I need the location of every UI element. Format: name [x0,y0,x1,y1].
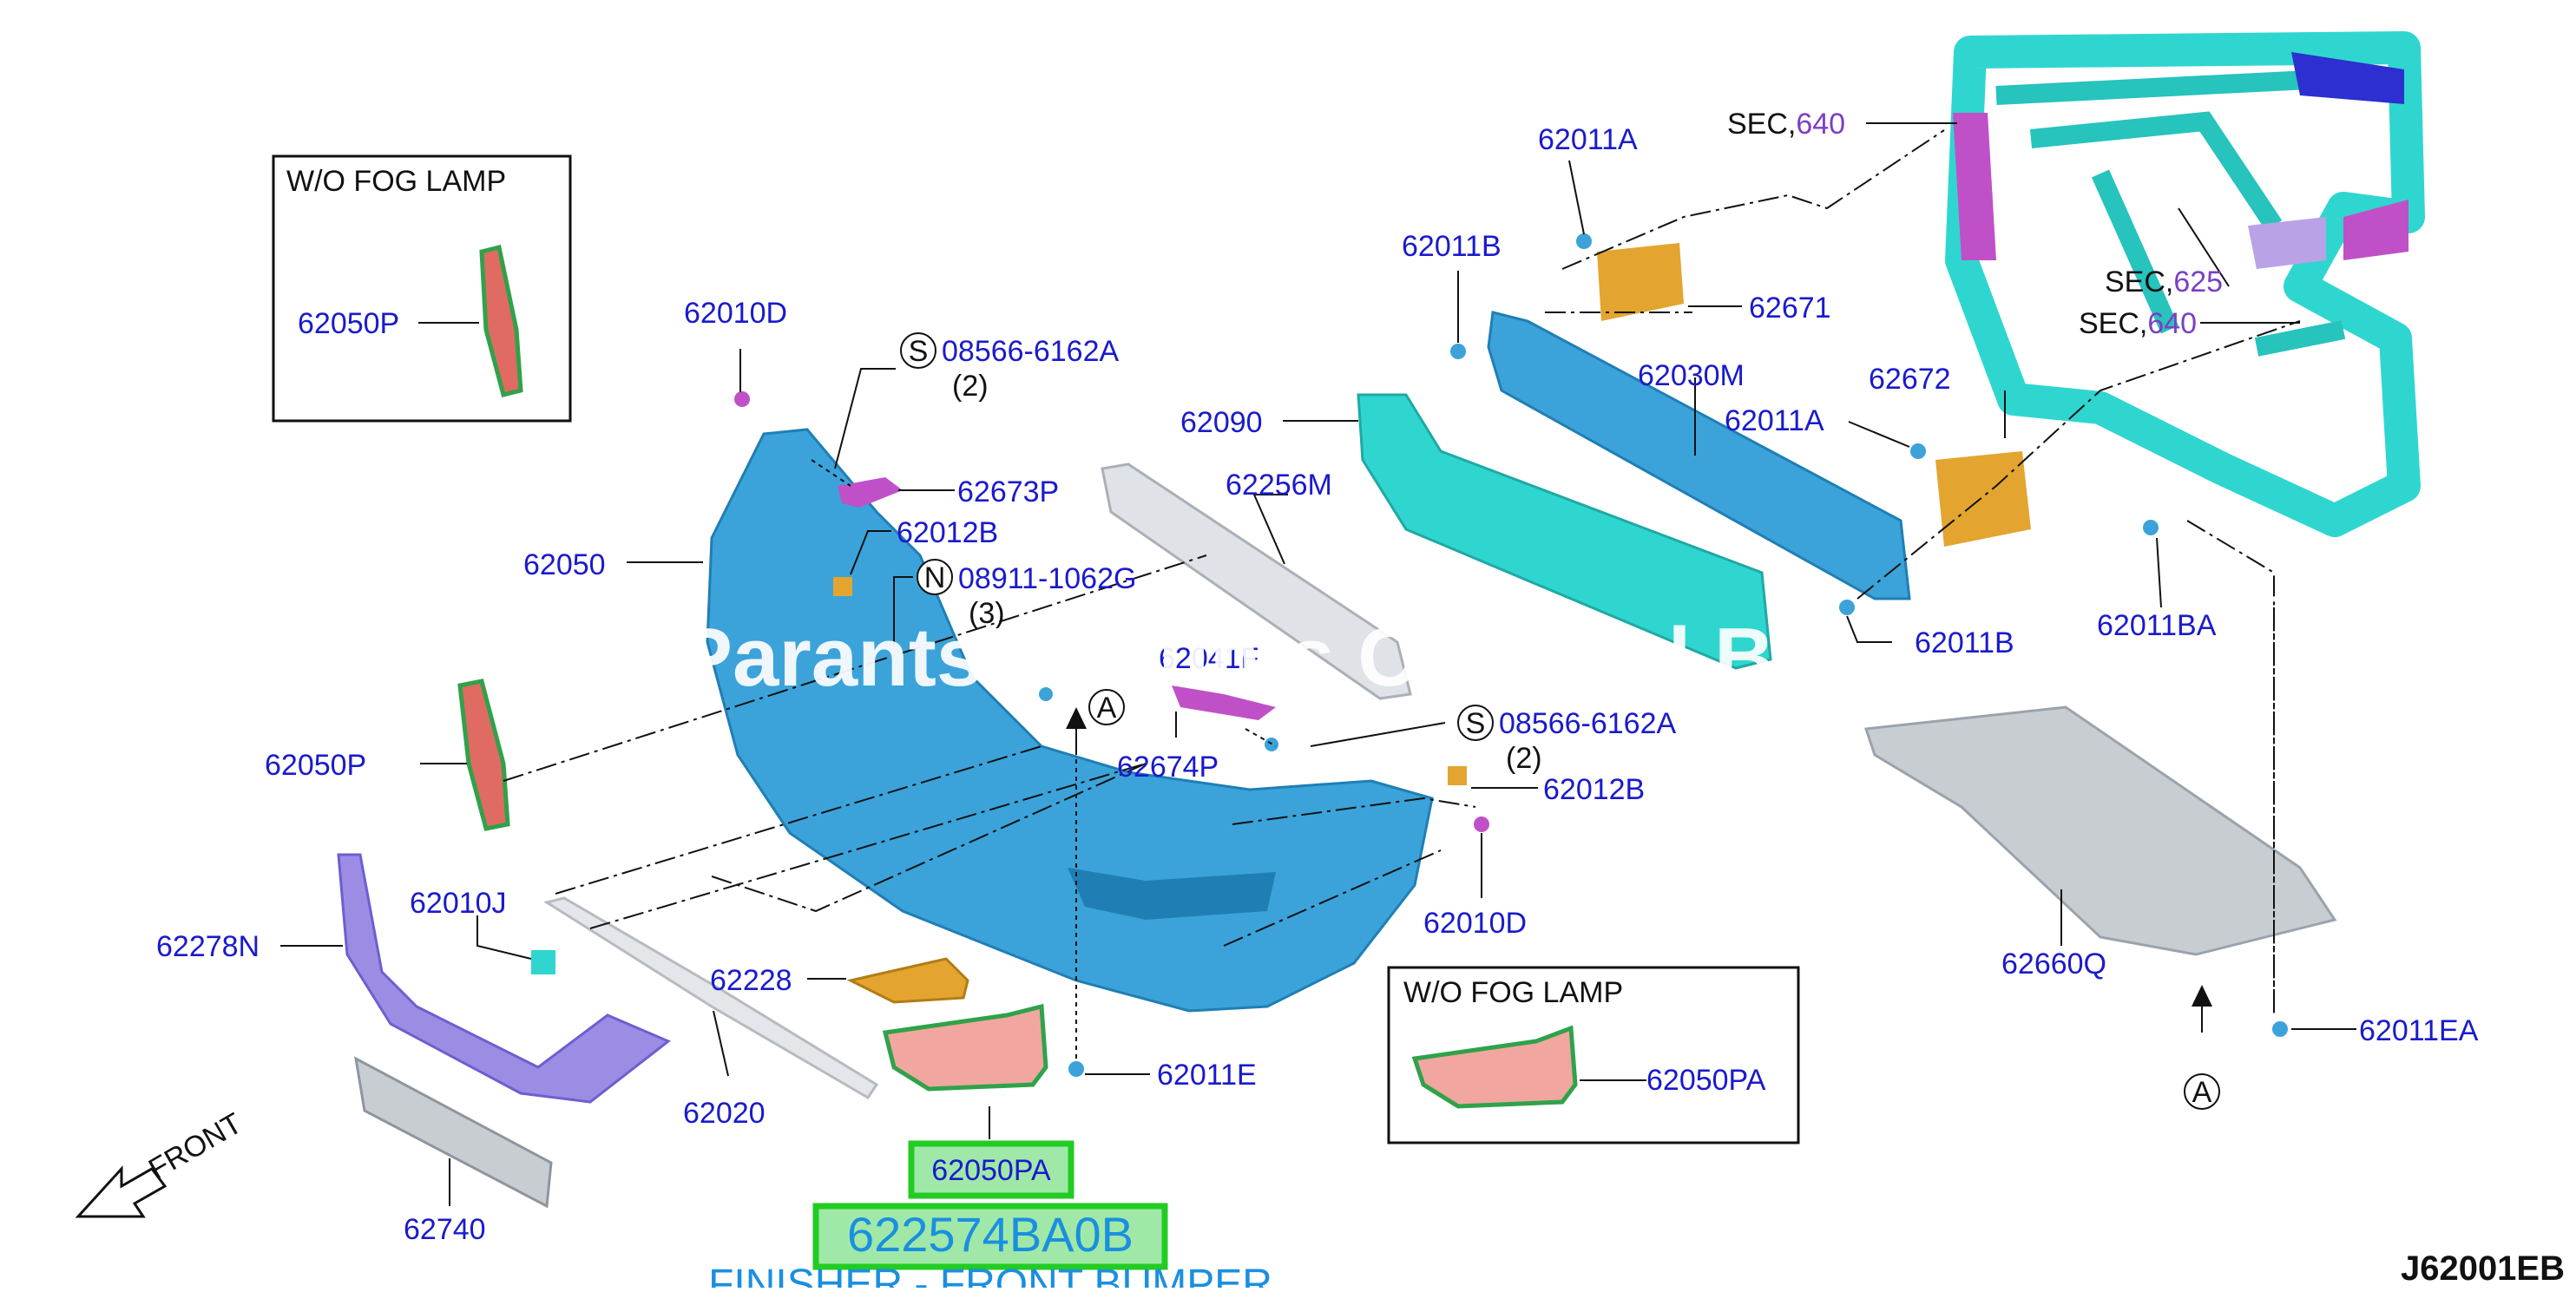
clip-62041F-shape [1039,687,1053,701]
bolt-62011EA-shape [2272,1021,2288,1037]
label-62674P[interactable]: 62674P [1117,751,1219,784]
label-62030M[interactable]: 62030M [1638,359,1745,392]
label-08566-top-qty: (2) [952,370,989,403]
label-62011BA[interactable]: 62011BA [2097,609,2217,642]
bolt-62011BA-shape [2143,520,2159,535]
svg-text:N: N [924,561,946,594]
label-62011A-top[interactable]: 62011A [1538,123,1638,156]
fog-lamp-box-right [1387,966,1800,1144]
trim-62278N-shape [337,853,671,1104]
label-08911[interactable]: 08911-1062G [958,562,1136,595]
ref-a-top: A [1088,689,1125,725]
part-labels: 62050P 62010D 08566-6162A (2) 62673P 620… [156,108,2479,1246]
svg-text:S: S [1466,707,1486,740]
highlighted-part[interactable]: 62050PA 622574BA0B FINISHER - FRONT BUMP… [708,1140,1272,1292]
bolt-62011A-mid-shape [1910,443,1926,459]
svg-text:A: A [2192,1076,2212,1109]
front-label: FRONT [143,1106,247,1185]
label-62740[interactable]: 62740 [404,1213,486,1246]
leader-lines [280,122,2356,1206]
label-62041F[interactable]: 62041F [1159,642,1258,675]
bumper-fascia-shape [706,428,1434,1013]
fog-lamp-box-right-title: W/O FOG LAMP [1403,976,1623,1009]
clip-62012B-mid-shape [1448,766,1467,785]
marker-s-top: S [900,332,936,369]
label-62050P[interactable]: 62050P [265,749,366,782]
grey-absorber-shape [1101,462,1412,700]
svg-text:A: A [1097,692,1117,725]
label-62228[interactable]: 62228 [710,964,792,997]
front-indicator: FRONT [75,1106,247,1218]
clip-62012B-top-shape [833,577,852,596]
reinforcement-shape [1487,311,1911,600]
label-62673P[interactable]: 62673P [957,475,1059,508]
clip-62010J-shape [531,950,555,974]
lower-shield-shape [1863,705,2337,956]
bolt-62011B-mid-shape [1839,600,1855,615]
bumper-opening [1068,868,1276,920]
marker-s-mid: S [1457,705,1494,741]
label-62012B-top[interactable]: 62012B [897,516,998,549]
label-62012B-mid[interactable]: 62012B [1543,773,1645,806]
label-62011E[interactable]: 62011E [1157,1059,1257,1092]
fog-lamp-box-left [272,154,572,423]
ref-a-bottom: A [2184,1073,2220,1110]
radiator-core-support [1945,31,2425,537]
highlight-code-box[interactable] [908,1140,1074,1199]
front-arrow-icon [75,1165,168,1218]
cover-62228-shape [846,957,969,1004]
svg-text:S: S [909,335,929,368]
bracket-62673P-shape [838,477,903,508]
label-62010D-top[interactable]: 62010D [684,297,787,330]
label-62050[interactable]: 62050 [523,548,606,581]
label-08911-qty: (3) [969,597,1005,630]
label-62050PA-box[interactable]: 62050PA [1646,1064,1766,1097]
label-62011EA[interactable]: 62011EA [2359,1014,2479,1047]
diagram-code: J62001EB [2401,1249,2565,1288]
watermark-text: ParantsDiscunts Cosnted B [677,611,1774,704]
fog-lamp-box-left-title: W/O FOG LAMP [286,165,506,198]
label-62010J[interactable]: 62010J [410,887,507,920]
label-62011A-mid[interactable]: 62011A [1725,404,1824,437]
bracket-62674P-shape [1172,685,1276,720]
energy-absorber-shape [1357,393,1772,670]
plate-bracket-shape [354,1056,553,1209]
finisher-62050PA-box-shape [1411,1025,1578,1109]
finisher-62050PA-shape [882,1003,1048,1092]
clip-62010D-mid-shape [1474,817,1489,832]
finisher-62050P-shape [457,679,510,831]
sec-ref-625[interactable]: SEC,625 [2105,266,2223,298]
label-08566-mid-qty: (2) [1506,742,1542,775]
marker-n: N [917,559,953,595]
label-62010D-mid[interactable]: 62010D [1423,907,1527,940]
label-62671[interactable]: 62671 [1749,292,1831,325]
clip-62010D-top-shape [734,391,750,407]
label-08566-mid[interactable]: 08566-6162A [1499,707,1677,740]
label-62278N[interactable]: 62278N [156,930,260,963]
highlight-code: 62050PA [931,1154,1051,1187]
bolt-62011E-shape [1068,1061,1084,1077]
label-62011B-top[interactable]: 62011B [1402,230,1502,263]
bolt-62011B-top-shape [1450,344,1466,359]
finisher-62050P-box-shape [479,244,523,398]
highlight-description: FINISHER - FRONT BUMPER [708,1262,1272,1288]
label-08566-top[interactable]: 08566-6162A [942,335,1120,368]
bracket-62671-shape [1597,243,1684,321]
sec-ref-640-top[interactable]: SEC,640 [1727,108,1845,141]
label-62011B-mid[interactable]: 62011B [1915,626,2014,659]
bracket-62672-shape [1935,451,2031,547]
label-62256M[interactable]: 62256M [1226,469,1332,502]
assembly-lines [503,129,2301,1059]
label-62020[interactable]: 62020 [683,1097,766,1130]
strip-62020-shape [543,896,879,1100]
label-62090[interactable]: 62090 [1180,406,1263,439]
highlight-number-box[interactable] [812,1203,1168,1270]
sec-ref-640-mid[interactable]: SEC,640 [2079,307,2197,340]
label-62050P-box[interactable]: 62050P [298,307,399,340]
bolt-62011A-top-shape [1576,233,1592,249]
label-62660Q[interactable]: 62660Q [2001,948,2106,980]
label-62672[interactable]: 62672 [1869,363,1951,396]
highlight-part-number: 622574BA0B [847,1207,1134,1262]
